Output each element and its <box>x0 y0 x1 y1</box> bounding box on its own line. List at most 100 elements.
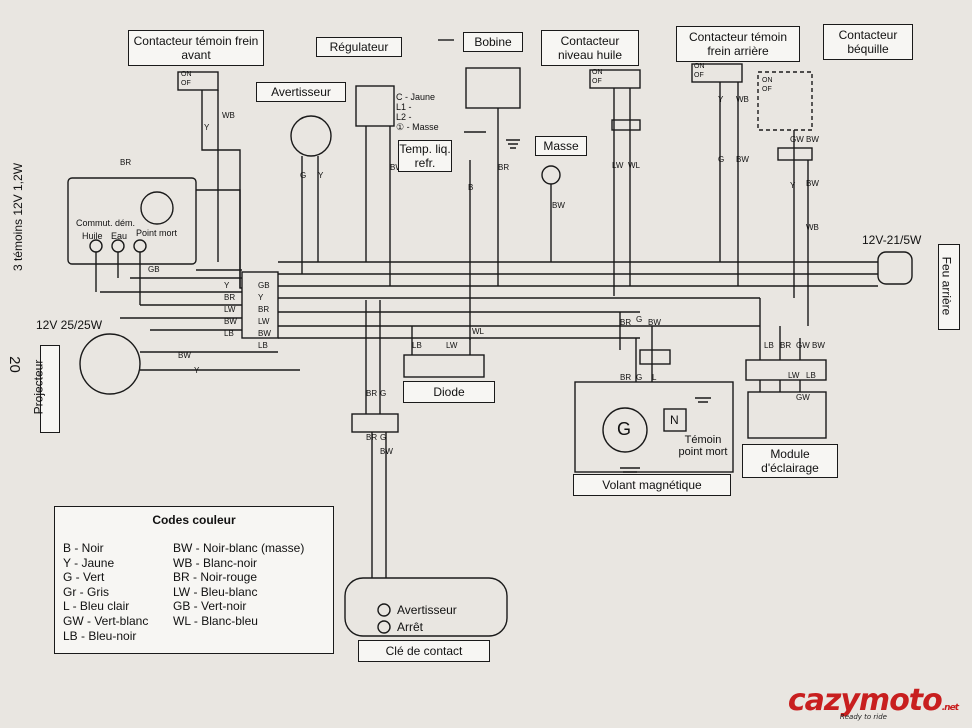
legend-entry: GW - Vert-blanc <box>63 613 149 628</box>
coolant-temp-label: Temp. liq. refr. <box>398 140 452 172</box>
indicator-panel-outline <box>67 177 197 265</box>
horn-label: Avertisseur <box>256 82 346 102</box>
wire-code-label: L <box>652 373 657 382</box>
neutral-switch-letter: N <box>670 413 679 427</box>
horn-symbol <box>290 115 332 157</box>
headlight-label: Projecteur <box>31 345 60 433</box>
legend-entry: WB - Blanc-noir <box>173 555 258 570</box>
legend-entry: WL - Blanc-bleu <box>173 613 258 628</box>
wire-code-label: BW <box>258 329 271 338</box>
key-connector <box>351 413 399 433</box>
brand-watermark: cazymoto.net Ready to ride <box>787 683 959 721</box>
front-brake-off-text: OF <box>181 80 191 87</box>
regulator-pin-c: C - Jaune <box>396 92 436 102</box>
page-number: 20 <box>5 356 23 373</box>
headlight-bulb <box>79 333 141 395</box>
regulator-label: Régulateur <box>316 37 402 57</box>
neutral-indicator-label: Témoin point mort <box>678 434 728 458</box>
wire-code-label: LB <box>764 341 774 350</box>
wire-code-label: BR <box>224 293 235 302</box>
wire-code-label: GW <box>790 135 804 144</box>
side-stand-connector <box>777 147 813 161</box>
wire-code-label: BR <box>498 163 509 172</box>
water-lamp <box>111 239 125 253</box>
wire-code-label: Y <box>204 123 210 132</box>
wire-code-label: G <box>300 171 306 180</box>
brand-tld: .net <box>941 703 959 713</box>
regulator-body <box>355 85 395 127</box>
wire-code-label: G <box>636 373 642 382</box>
wire-code-label: WB <box>736 95 749 104</box>
oil-lamp-text: Huile <box>82 231 103 241</box>
wire-code-label: LW <box>446 341 458 350</box>
wire-code-label: GW <box>796 341 810 350</box>
legend-entry: LW - Bleu-blanc <box>173 584 258 599</box>
neutral-lamp-circle <box>140 191 174 225</box>
wire-code-label: G <box>380 433 386 442</box>
wire-code-label: GW <box>796 393 810 402</box>
wire-code-label: LW <box>224 305 236 314</box>
tail-light-rating: 12V-21/5W <box>862 233 922 247</box>
wire-code-label: Y <box>790 181 796 190</box>
ground-terminal <box>541 165 561 185</box>
rear-brake-switch-label: Contacteur témoin frein arrière <box>676 26 800 62</box>
wire-code-label: BW <box>806 135 819 144</box>
regulator-pin-masse: ① - Masse <box>396 122 439 132</box>
side-stand-switch-label: Contacteur béquille <box>823 24 913 60</box>
wire-code-label: WL <box>472 327 485 336</box>
brand-tagline: Ready to ride <box>839 713 887 721</box>
wire-code-label: B <box>468 183 473 192</box>
wire-code-label: Y <box>258 293 264 302</box>
legend-entry: L - Bleu clair <box>63 599 130 614</box>
front-brake-switch-label: Contacteur témoin frein avant <box>128 30 264 66</box>
wire-code-label: LB <box>258 341 268 350</box>
generator-housing <box>574 381 734 473</box>
brand-name: cazymoto <box>787 683 943 718</box>
generator-connector <box>639 349 671 365</box>
wire-code-label: BW <box>178 351 191 360</box>
wire-code-label: BW <box>736 155 749 164</box>
wire-code-label: BW <box>552 201 565 210</box>
neutral-switch-box <box>663 408 687 432</box>
wire-code-label: WB <box>806 223 819 232</box>
wire-code-label: BR <box>780 341 791 350</box>
oil-connector <box>611 119 641 131</box>
coil-label: Bobine <box>463 32 523 52</box>
tail-light-label: Feu arrière <box>938 244 960 330</box>
wire-code-label: WL <box>628 161 641 170</box>
wire-code-label: BW <box>390 163 403 172</box>
wire-code-label: Y <box>194 366 200 375</box>
rear-brake-on-text: ON <box>694 63 705 70</box>
wire-code-label: BW <box>380 447 393 456</box>
front-brake-switch-symbol <box>177 71 219 91</box>
headlight-rating: 12V 25/25W <box>36 318 103 332</box>
oil-lamp <box>89 239 103 253</box>
key-stop-contact <box>377 620 391 634</box>
wire-code-label: LB <box>412 341 422 350</box>
regulator-pin-l1: L1 - <box>396 102 412 112</box>
wire-code-label: BR <box>620 318 631 327</box>
diode-block <box>403 354 485 378</box>
wire-code-label: Y <box>318 171 324 180</box>
module-connector <box>745 359 827 381</box>
wire-code-label: BW <box>812 341 825 350</box>
generator-symbol <box>602 407 648 453</box>
coil-body <box>465 67 521 109</box>
lighting-module-block <box>747 391 827 439</box>
key-horn-contact <box>377 603 391 617</box>
starter-switch-text: Commut. dém. <box>76 218 136 228</box>
legend-entry: B - Noir <box>63 541 104 555</box>
rear-brake-off-text: OF <box>694 72 704 79</box>
generator-letter: G <box>617 419 632 439</box>
lighting-module-label: Module d'éclairage <box>742 444 838 478</box>
wire-code-label: BW <box>648 318 661 327</box>
wire-code-label: LW <box>788 371 800 380</box>
wire-code-label: BW <box>806 179 819 188</box>
key-stop-label: Arrêt <box>397 620 424 634</box>
legend-entry: G - Vert <box>63 570 105 585</box>
wire-code-label: G <box>380 389 386 398</box>
